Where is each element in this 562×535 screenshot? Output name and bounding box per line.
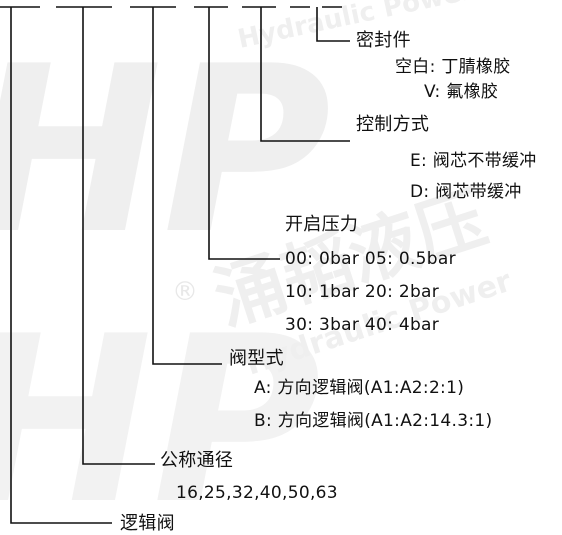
pressure-title: 开启压力: [285, 214, 359, 235]
pressure-option-row-2: 10: 1bar 20: 2bar: [285, 282, 440, 302]
pressure-option-row-3: 30: 3bar 40: 4bar: [285, 315, 440, 335]
watermark-logo: HP: [0, 18, 331, 285]
valve-type-option-a: A: 方向逻辑阀(A1:A2:2:1): [254, 378, 465, 398]
leader-seal: [316, 7, 350, 42]
pressure-option-row-1: 00: 0bar 05: 0.5bar: [285, 249, 456, 269]
nominal-size-options: 16,25,32,40,50,63: [176, 483, 338, 503]
control-title: 控制方式: [356, 114, 430, 135]
nominal-size-title: 公称通径: [160, 450, 234, 471]
leader-nominal-size: [82, 7, 155, 465]
seal-option-nbr: 空白: 丁腈橡胶: [395, 57, 511, 77]
control-option-d: D: 阀芯带缓冲: [410, 182, 522, 202]
leader-pressure: [208, 7, 280, 260]
valve-type-title: 阀型式: [229, 348, 284, 369]
leader-logic-valve: [10, 7, 112, 524]
registered-mark: ®: [172, 277, 198, 307]
seal-option-fkm: V: 氟橡胶: [424, 82, 499, 102]
valve-type-option-b: B: 方向逻辑阀(A1:A2:14.3:1): [254, 411, 493, 431]
watermark-logo-lower: HP: [0, 288, 321, 535]
control-option-e: E: 阀芯不带缓冲: [410, 151, 537, 171]
leader-control: [260, 7, 350, 142]
seal-title: 密封件: [356, 30, 411, 51]
leader-valve-type: [152, 7, 222, 365]
logic-valve-title: 逻辑阀: [120, 513, 175, 534]
